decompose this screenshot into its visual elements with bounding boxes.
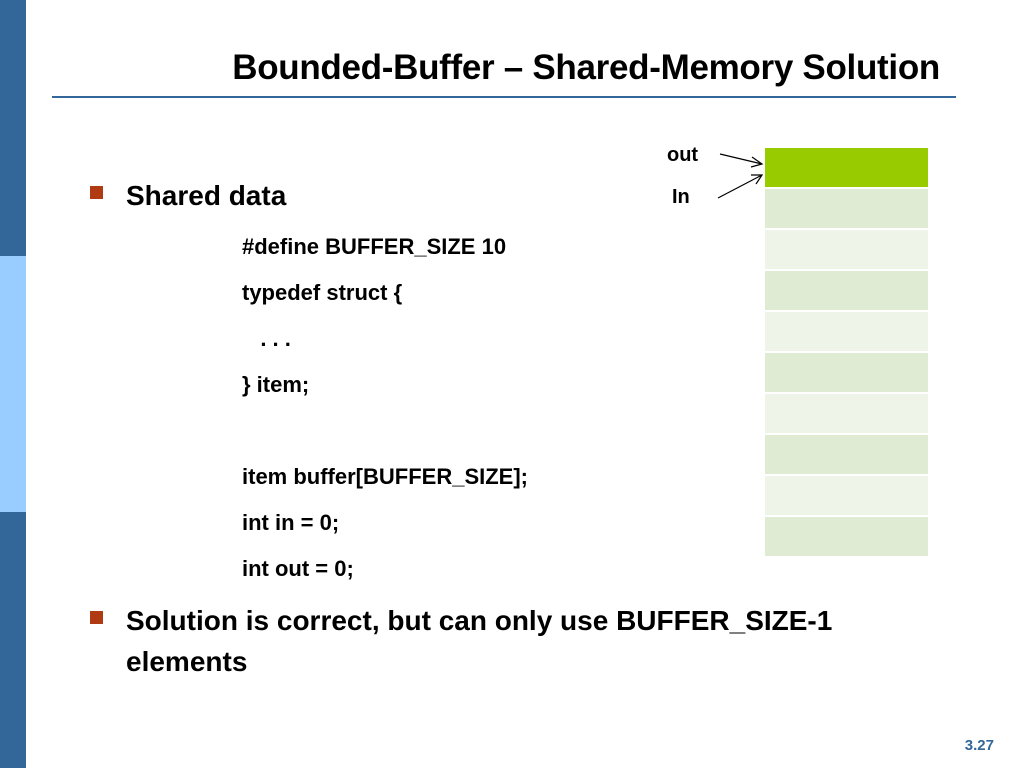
buffer-slot (765, 394, 928, 435)
buffer-slot (765, 271, 928, 312)
buffer-slot (765, 230, 928, 271)
slide-title: Bounded-Buffer – Shared-Memory Solution (232, 48, 940, 87)
buffer-slot (765, 517, 928, 558)
in-arrow-line (717, 174, 763, 199)
code-line-in-decl: int in = 0; (242, 510, 340, 535)
page-number: 3.27 (964, 737, 994, 754)
out-pointer-label: out (667, 144, 699, 166)
accent-bar-top (0, 0, 26, 256)
buffer-slot (765, 476, 928, 517)
code-line-buffer-decl: item buffer[BUFFER_SIZE]; (242, 464, 528, 489)
bullet-square-icon (90, 611, 103, 624)
buffer-slot (765, 435, 928, 476)
out-arrow-head (750, 156, 764, 168)
bullet-square-icon (90, 186, 103, 199)
bullet-text: Solution is correct, but can only use BU… (126, 605, 833, 677)
code-line-close-struct: } item; (242, 372, 310, 397)
accent-bar-bottom (0, 512, 26, 768)
code-line-typedef: typedef struct { (242, 280, 403, 305)
buffer-slot (765, 148, 928, 189)
accent-bar-middle (0, 256, 26, 512)
out-arrow-line (719, 153, 763, 165)
bullet-shared-data: Shared data (90, 175, 286, 216)
title-divider (52, 96, 956, 98)
in-pointer-label: In (672, 186, 690, 208)
buffer-slot (765, 353, 928, 394)
circular-buffer-diagram (764, 147, 929, 559)
code-line-ellipsis: . . . (242, 326, 291, 351)
bullet-solution-note: Solution is correct, but can only use BU… (90, 600, 910, 682)
buffer-slot (765, 312, 928, 353)
buffer-slot (765, 189, 928, 230)
code-line-out-decl: int out = 0; (242, 556, 354, 581)
bullet-text: Shared data (126, 180, 287, 211)
in-arrow-head (751, 174, 764, 185)
pointer-arrows (717, 153, 764, 199)
code-line-define: #define BUFFER_SIZE 10 (242, 234, 507, 259)
